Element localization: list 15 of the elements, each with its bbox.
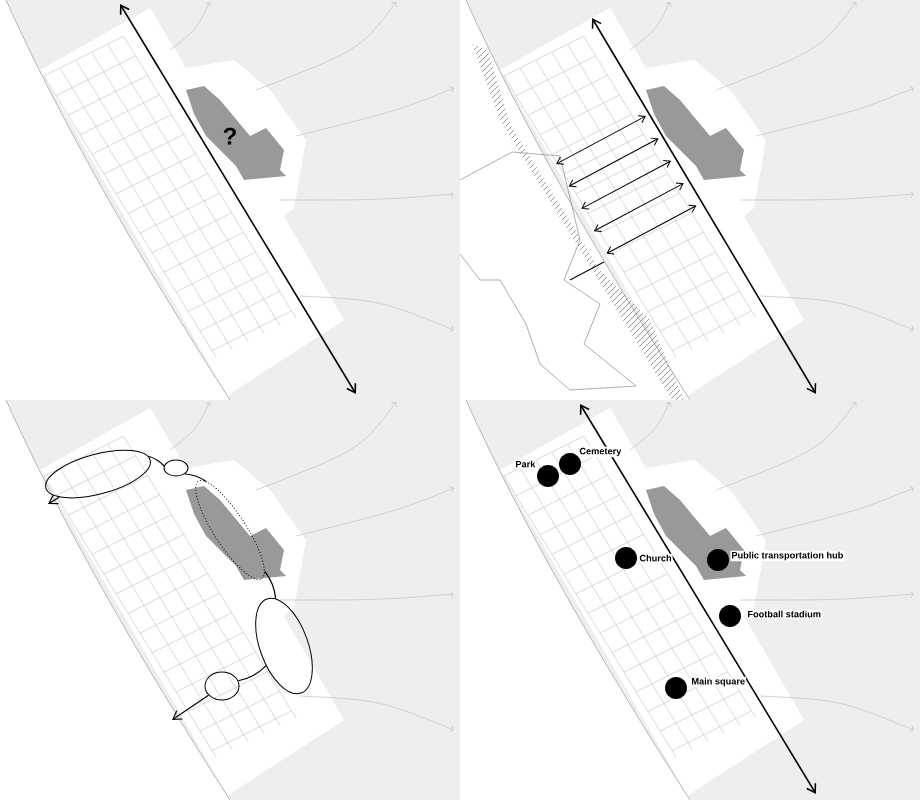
- arrow: [172, 694, 210, 720]
- dot: [719, 605, 741, 627]
- ellipse: [163, 459, 189, 477]
- dot: [537, 465, 559, 487]
- connector-line: [147, 455, 165, 467]
- ellipse: [204, 671, 240, 701]
- dot: [665, 677, 687, 699]
- connector-line: [237, 665, 267, 682]
- connector-line: [264, 570, 277, 600]
- arrow: [48, 494, 60, 505]
- connector-line: [184, 473, 207, 482]
- dot: [559, 453, 581, 475]
- dot: [615, 547, 637, 569]
- dot: [707, 549, 729, 571]
- question-mark: ?: [223, 127, 236, 145]
